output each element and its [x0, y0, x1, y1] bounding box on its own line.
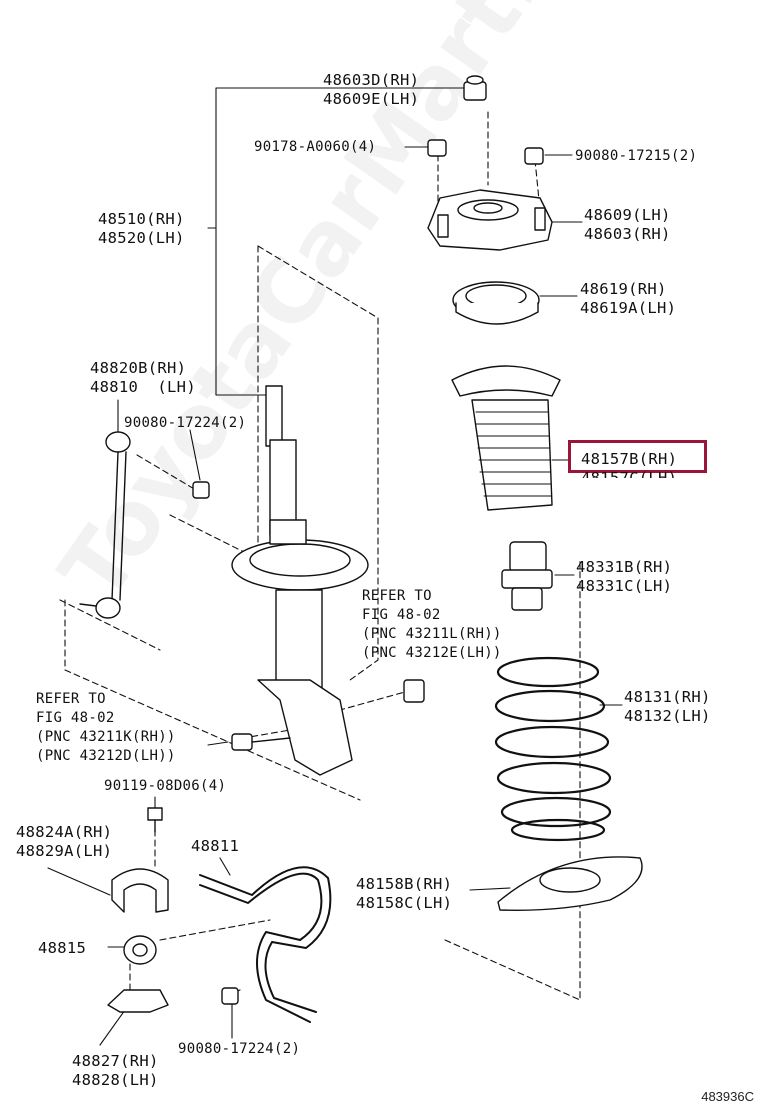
label-line: 48520(LH): [98, 229, 185, 247]
flange-nut-part: [403, 679, 425, 703]
label-line: 48827(RH): [72, 1052, 159, 1070]
label-48157: 48157B(RH)48157C(LH): [581, 450, 677, 478]
label-48158: 48158B(RH)48158C(LH): [356, 875, 452, 913]
stabilizer-bar-part: [199, 866, 332, 1023]
label-line: 48820B(RH): [90, 359, 187, 377]
label-line: (PNC 43212D(LH)): [36, 748, 176, 764]
bushing-part: [123, 935, 157, 965]
label-line: 48157C(LH): [581, 469, 678, 478]
label-line: (PNC 43212E(LH)): [362, 645, 502, 661]
label-line: 48815: [38, 939, 87, 957]
lower-nut-part: [221, 987, 239, 1005]
upper-support-part: [427, 189, 553, 251]
label-48820: 48820B(RH)48810 (LH): [90, 359, 196, 397]
label-48609: 48609(LH)48603(RH): [584, 206, 671, 244]
label-90178: 90178-A0060(4): [254, 138, 376, 157]
label-line: 48158B(RH): [356, 875, 453, 893]
label-refer-2: REFER TO FIG 48-02 (PNC 43211K(RH)) (PNC 43…: [36, 690, 176, 766]
label-90080-17224-lower: 90080-17224(2): [178, 1040, 300, 1059]
bracket-bolt-part: [147, 807, 163, 833]
coil-spring-part: [494, 656, 612, 842]
label-line: 48603D(RH): [323, 71, 420, 89]
label-refer-1: REFER TO FIG 48-02 (PNC 43211L(RH)) (PNC 43…: [362, 587, 502, 663]
label-line: 48619A(LH): [580, 299, 677, 317]
label-48619: 48619(RH)48619A(LH): [580, 280, 676, 318]
assembly-dash-spring: [444, 559, 581, 1001]
lower-insulator-part: [497, 856, 643, 911]
label-line: 48810 (LH): [90, 378, 196, 396]
link-nut-part: [192, 481, 210, 499]
label-line: 48157B(RH): [581, 450, 678, 468]
dust-boot-part: [451, 365, 561, 511]
leader-48510: [215, 87, 321, 396]
label-line: FIG 48-02: [36, 710, 115, 726]
label-line: 48331B(RH): [576, 558, 673, 576]
label-line: 48828(LH): [72, 1071, 159, 1089]
label-line: 90080-17224(2): [178, 1041, 301, 1057]
label-48824: 48824A(RH)48829A(LH): [16, 823, 112, 861]
label-48827: 48827(RH)48828(LH): [72, 1052, 159, 1090]
label-line: 90080-17215(2): [575, 148, 698, 164]
bolt-part: [231, 733, 291, 751]
top-nut-part: [463, 75, 487, 101]
label-line: 90178-A0060(4): [254, 139, 377, 155]
label-line: 48811: [191, 837, 240, 855]
label-line: 48824A(RH): [16, 823, 113, 841]
label-90080-17215: 90080-17215(2): [575, 147, 697, 166]
label-90080-17224-upper: 90080-17224(2): [124, 414, 246, 433]
label-line: 48603(RH): [584, 225, 671, 243]
label-48131: 48131(RH)48132(LH): [624, 688, 711, 726]
label-line: 48609(LH): [584, 206, 671, 224]
label-line: (PNC 43211K(RH)): [36, 729, 176, 745]
stabilizer-bracket-part: [111, 868, 169, 913]
label-line: 90080-17224(2): [124, 415, 247, 431]
label-90119: 90119-08D06(4): [104, 777, 226, 796]
label-line: 48619(RH): [580, 280, 667, 298]
label-line: REFER TO: [36, 691, 106, 707]
label-line: FIG 48-02: [362, 607, 441, 623]
mount-nut-part: [427, 139, 447, 157]
mount-nut-part-2: [524, 147, 544, 165]
figure-code: 483936C: [701, 1089, 754, 1104]
label-line: 48131(RH): [624, 688, 711, 706]
label-line: 48609E(LH): [323, 90, 420, 108]
label-48811: 48811: [191, 837, 239, 856]
label-line: REFER TO: [362, 588, 432, 604]
stabilizer-link-part: [79, 431, 131, 619]
label-line: (PNC 43211L(RH)): [362, 626, 502, 642]
lower-bracket-part: [107, 989, 169, 1013]
label-line: 48510(RH): [98, 210, 185, 228]
label-line: 90119-08D06(4): [104, 778, 227, 794]
highlight-box: [568, 440, 707, 473]
label-line: 48331C(LH): [576, 577, 673, 595]
shock-absorber-part: [231, 385, 369, 776]
label-48603d: 48603D(RH)48609E(LH): [323, 71, 419, 109]
label-line: 48158C(LH): [356, 894, 453, 912]
label-48815: 48815: [38, 939, 86, 958]
label-line: 48132(LH): [624, 707, 711, 725]
bearing-part: [452, 281, 540, 325]
assembly-dash-strut: [257, 245, 379, 681]
label-48510: 48510(RH)48520(LH): [98, 210, 185, 248]
label-48331: 48331B(RH)48331C(LH): [576, 558, 672, 596]
label-line: 48829A(LH): [16, 842, 113, 860]
bump-stopper-part: [501, 541, 553, 611]
